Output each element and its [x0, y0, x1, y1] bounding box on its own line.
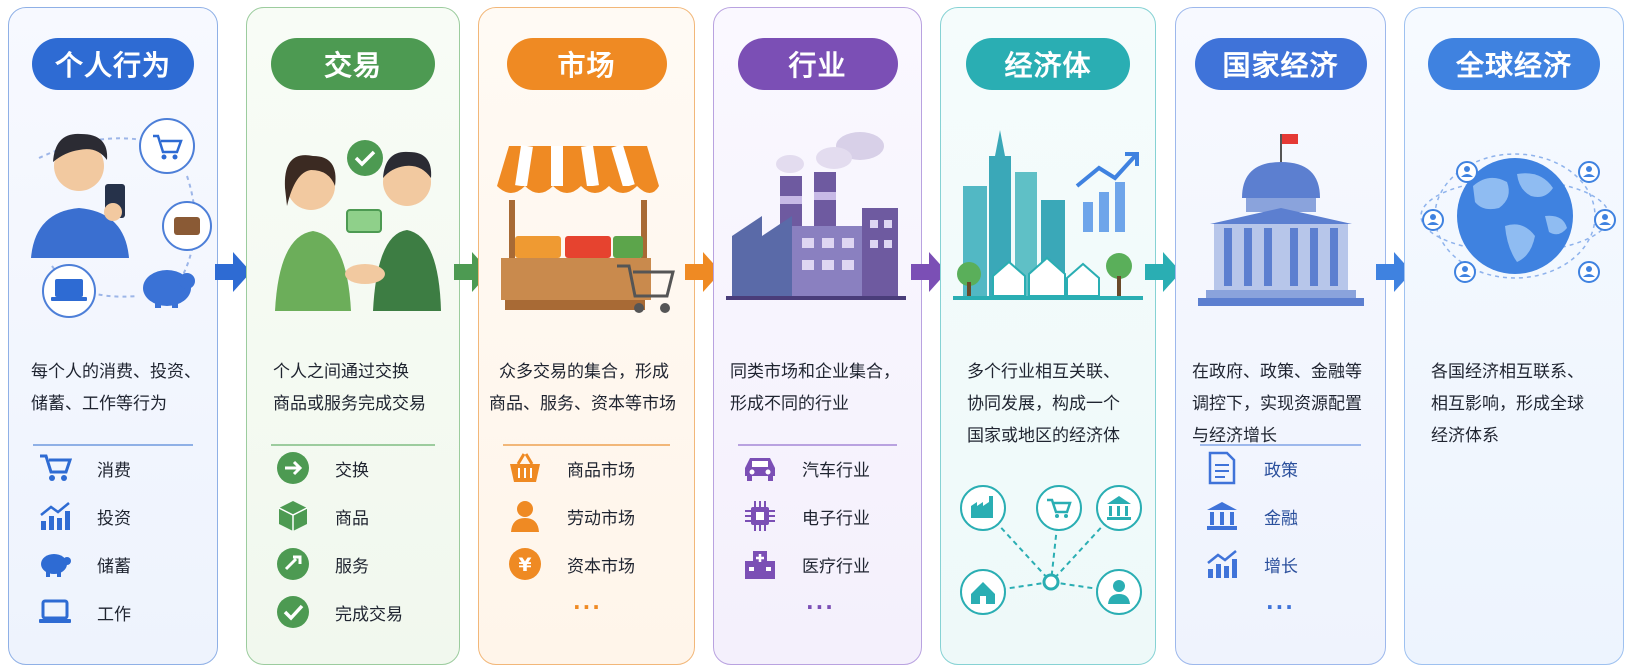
divider — [33, 444, 193, 446]
svg-text:¥: ¥ — [518, 554, 531, 576]
flow-arrow — [1145, 252, 1181, 292]
flow-arrow — [911, 252, 947, 292]
stage-title: 市场 — [506, 38, 667, 90]
worker-icon — [507, 498, 543, 534]
list-item-consume: 消费 — [37, 448, 131, 488]
economy-network — [960, 485, 1142, 615]
chart-up-icon — [37, 498, 73, 534]
individual-illustration — [31, 118, 212, 318]
divider — [738, 444, 897, 446]
stage-description: 同类市场和企业集合， 形成不同的行业 — [730, 362, 900, 414]
laptop-icon — [37, 594, 73, 630]
arrow-right-icon — [275, 450, 311, 486]
cart-icon — [1036, 485, 1082, 531]
flow-arrow — [685, 252, 721, 292]
list-item-invest: 投资 — [37, 496, 131, 536]
list-item-save: 储蓄 — [37, 544, 131, 584]
person-icon — [1096, 569, 1142, 615]
piggy-bank-icon — [37, 546, 73, 582]
capitol-illustration — [1198, 134, 1364, 306]
stage-description: 众多交易的集合，形成 商品、服务、资本等市场 — [489, 362, 676, 414]
list-item-capital-market: ¥ 资本市场 — [507, 544, 635, 584]
document-icon — [1204, 450, 1240, 486]
list-item-auto-industry: 汽车行业 — [742, 448, 870, 488]
stage-description: 每个人的消费、投资、 储蓄、工作等行为 — [31, 362, 201, 414]
stage-title: 国家经济 — [1194, 38, 1367, 90]
basket-icon — [507, 450, 543, 486]
list-item-complete: 完成交易 — [275, 592, 403, 632]
box-icon — [275, 498, 311, 534]
list-item-growth: 增长 — [1204, 544, 1298, 584]
stage-card-market: 市场 众多交易的集合，形成 商品、服务、资本等市场 商品市场 劳动市场 ¥ 资本… — [478, 7, 695, 665]
factory-icon — [960, 485, 1006, 531]
divider — [271, 444, 435, 446]
list-item-service: 服务 — [275, 544, 369, 584]
bank-icon — [1096, 485, 1142, 531]
chart-up-icon — [1204, 546, 1240, 582]
market-illustration — [497, 144, 675, 313]
list-item-finance: 金融 — [1204, 496, 1298, 536]
more-indicator: ... — [573, 590, 602, 614]
stage-description: 多个行业相互关联、 协同发展，构成一个 国家或地区的经济体 — [967, 362, 1120, 446]
stage-card-global: 全球经济 各国经济相互联系、 相互影响，形成全球 经济体系 — [1404, 7, 1624, 665]
divider — [503, 444, 670, 446]
list-item-work: 工作 — [37, 592, 131, 632]
divider — [1200, 444, 1361, 446]
stage-card-industry: 行业 同类市场和企业集合， 形成不同的行业 汽车行业 电子行业 医疗行业 ... — [713, 7, 922, 665]
chip-icon — [742, 498, 778, 534]
list-item-medical-industry: 医疗行业 — [742, 544, 870, 584]
globe-illustration — [1420, 153, 1616, 283]
yen-icon: ¥ — [507, 546, 543, 582]
bank-icon — [1204, 498, 1240, 534]
list-item-labor-market: 劳动市场 — [507, 496, 635, 536]
stage-card-transaction: 交易 个人之间通过交换 商品或服务完成交易 交换 商品 服务 完成交易 — [246, 7, 460, 665]
stage-title: 经济体 — [966, 38, 1130, 90]
city-illustration — [953, 130, 1143, 300]
list-item-policy: 政策 — [1204, 448, 1298, 488]
stage-card-individual: 个人行为 每个人的消费、投资、 储蓄、工作等行为 消费 投资 — [8, 7, 218, 665]
house-icon — [960, 569, 1006, 615]
stage-title: 个人行为 — [32, 38, 194, 90]
transaction-illustration — [275, 140, 441, 311]
check-icon — [275, 594, 311, 630]
stage-card-national: 国家经济 在政府、政策、金融等 调控下，实现资源配置 与经济增长 政策 金融 增… — [1175, 7, 1386, 665]
flow-arrow — [215, 252, 251, 292]
more-indicator: ... — [1266, 590, 1295, 614]
hospital-icon — [742, 546, 778, 582]
stage-description: 在政府、政策、金融等 调控下，实现资源配置 与经济增长 — [1192, 362, 1362, 446]
list-item-goods-market: 商品市场 — [507, 448, 635, 488]
stage-title: 全球经济 — [1428, 38, 1600, 90]
list-item-goods: 商品 — [275, 496, 369, 536]
stage-card-economy: 经济体 多个行业相互关联、 协同发展，构成一个 国家或地区的经济体 — [940, 7, 1156, 665]
more-indicator: ... — [806, 590, 835, 614]
flow-arrow — [1376, 252, 1412, 292]
stage-description: 各国经济相互联系、 相互影响，形成全球 经济体系 — [1431, 362, 1584, 446]
factory-illustration — [726, 132, 906, 300]
service-icon — [275, 546, 311, 582]
stage-title: 交易 — [271, 38, 435, 90]
stage-description: 个人之间通过交换 商品或服务完成交易 — [273, 362, 426, 414]
car-icon — [742, 450, 778, 486]
list-item-electronics-industry: 电子行业 — [742, 496, 870, 536]
stage-title: 行业 — [737, 38, 898, 90]
list-item-exchange: 交换 — [275, 448, 369, 488]
cart-icon — [37, 450, 73, 486]
